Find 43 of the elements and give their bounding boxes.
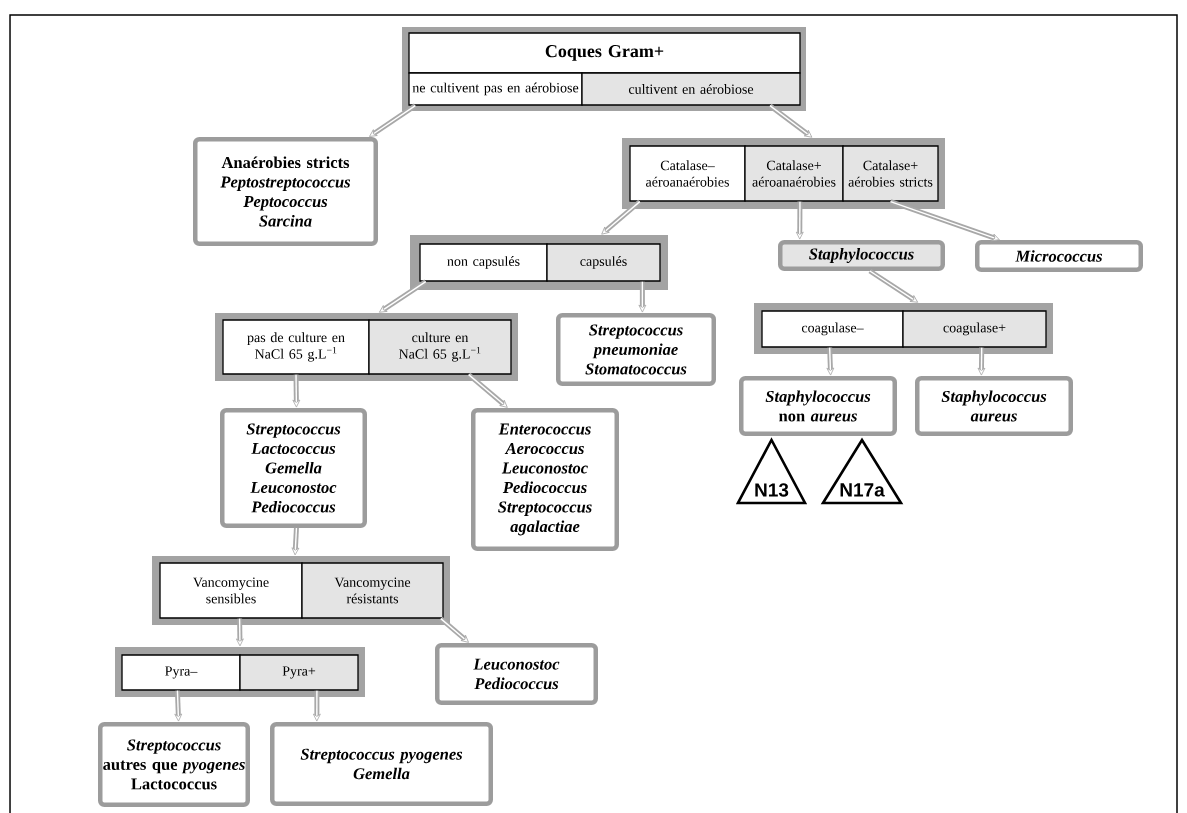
arrow xyxy=(379,279,428,313)
arrow xyxy=(369,103,417,137)
arrow xyxy=(467,372,508,408)
test-cell: Catalase– aéroanaérobies xyxy=(629,145,746,202)
test-cell: Vancomycine sensibles xyxy=(159,562,303,619)
arrow xyxy=(768,103,813,138)
arrow xyxy=(312,689,321,722)
result-box: Streptococcus pneumoniae Stomatococcus xyxy=(556,313,716,386)
result-box: Enterococcus Aerococcus Leuconostoc Pediococcus Streptococcus agalactiae xyxy=(471,408,619,551)
test-cell: Vancomycine résistants xyxy=(301,562,444,619)
arrow xyxy=(889,199,1000,242)
result-box: Staphylococcus xyxy=(778,240,945,271)
result-box: Staphylococcus aureus xyxy=(915,376,1073,436)
arrow xyxy=(795,200,804,240)
test-cell: coagulase– xyxy=(761,310,904,348)
result-box: Streptococcus pyogenes Gemella xyxy=(270,722,493,806)
test-cell: Pyra+ xyxy=(239,654,359,691)
arrow xyxy=(601,199,642,235)
arrow xyxy=(291,527,300,556)
arrow xyxy=(868,268,919,303)
arrow xyxy=(826,346,835,376)
result-box: Streptococcus autres que pyogenes Lactococcus xyxy=(98,722,250,807)
arrow xyxy=(174,689,183,722)
result-box: Leuconostoc Pediococcus xyxy=(435,643,598,705)
test-cell: pas de culture en NaCl 65 g.L$^{−1}$ xyxy=(222,319,370,375)
test-cell: Catalase+ aéroanaérobies xyxy=(744,145,844,202)
result-box: Staphylococcus non aureus xyxy=(739,376,897,436)
test-cell: culture en NaCl 65 g.L$^{−1}$ xyxy=(368,319,512,375)
test-cell: non capsulés xyxy=(419,243,548,282)
arrow xyxy=(977,346,986,376)
test-cell: capsulés xyxy=(546,243,661,282)
test-cell: Catalase+ aérobies stricts xyxy=(842,145,939,202)
test-cell: coagulase+ xyxy=(902,310,1047,348)
result-box: Streptococcus Lactococcus Gemella Leuconostoc Pediococcus xyxy=(220,408,367,528)
test-cell: Pyra– xyxy=(121,654,241,691)
arrow xyxy=(439,616,469,643)
test-cell: ne cultivent pas en aérobiose xyxy=(408,72,583,106)
arrow xyxy=(235,617,244,647)
result-box: Anaérobies stricts Peptostreptococcus Peptococcus Sarcina xyxy=(193,137,378,246)
test-cell: cultivent en aérobiose xyxy=(581,72,801,106)
result-box: Micrococcus xyxy=(975,240,1143,272)
arrow xyxy=(292,373,301,408)
arrow xyxy=(638,280,647,313)
